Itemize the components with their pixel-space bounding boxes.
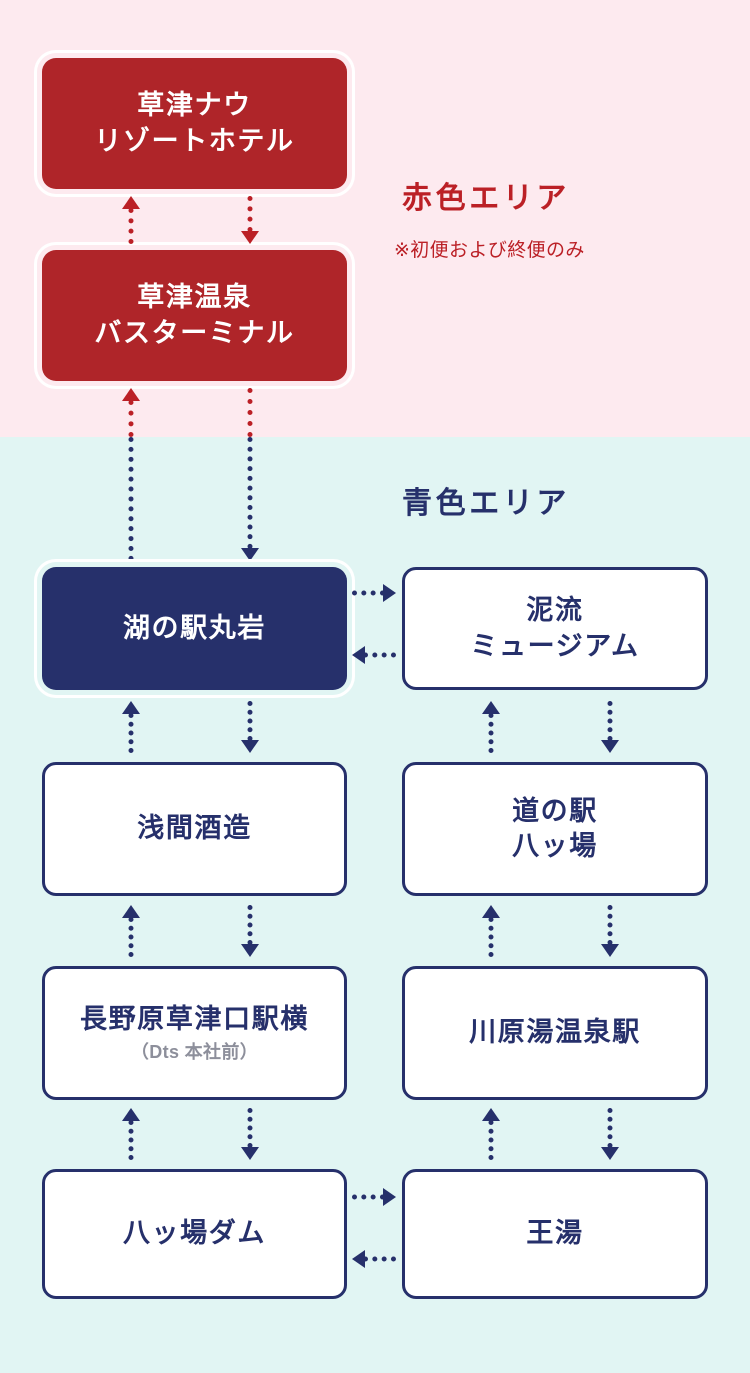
arrow-right-dam-to-ounoyu (352, 1188, 396, 1206)
node-kawarayu-onsen-eki[interactable]: 川原湯温泉駅 (402, 966, 708, 1100)
arrow-down-hotel-to-busterminal (241, 196, 259, 244)
page-edge (748, 0, 750, 1373)
arrow-up-maruiwa-from-asama (122, 701, 140, 753)
arrow-left-ounoyu-to-dam (352, 1250, 396, 1268)
node-naganohara-kusatsuguchi-eki-yoko[interactable]: 長野原草津口駅横 （Dts 本社前） (42, 966, 347, 1100)
arrow-down-kawarayu-to-ounoyu (601, 1108, 619, 1160)
arrow-up-hotel-from-busterminal (122, 196, 140, 244)
red-area-label: 赤色エリア (402, 182, 570, 215)
red-area-note: ※初便および終便のみ (394, 240, 585, 261)
arrow-down-michinoeki-to-kawarayu (601, 905, 619, 957)
arrow-up-asama-from-naganohara (122, 905, 140, 957)
blue-area-label: 青色エリア (402, 487, 570, 520)
node-label-line1: 川原湯温泉駅 (469, 1017, 641, 1048)
node-label-line2: 八ッ場 (512, 831, 598, 861)
arrow-up-michinoeki-from-kawarayu (482, 905, 500, 957)
arrow-down-museum-to-michinoeki (601, 701, 619, 753)
node-label-line1: 道の駅 (512, 795, 598, 826)
node-kusatsu-now-resort-hotel[interactable]: 草津ナウ リゾートホテル (42, 58, 347, 189)
node-label-line1: 泥流 (526, 595, 584, 626)
arrow-down-maruiwa-to-asama (241, 701, 259, 753)
node-michi-no-eki-yamba[interactable]: 道の駅 八ッ場 (402, 762, 708, 896)
arrow-up-kawarayu-from-ounoyu (482, 1108, 500, 1160)
node-label-line1: 草津温泉 (137, 282, 252, 313)
node-label-line2: リゾートホテル (94, 125, 295, 156)
node-label-line2: ミュージアム (470, 630, 640, 661)
arrow-up-busterminal-from-maruiwa (122, 388, 140, 561)
node-yamba-dam[interactable]: 八ッ場ダム (42, 1169, 347, 1299)
node-asama-shuzo[interactable]: 浅間酒造 (42, 762, 347, 896)
node-kusatsu-onsen-bus-terminal[interactable]: 草津温泉 バスターミナル (42, 250, 347, 381)
node-label-line1: 湖の駅丸岩 (122, 612, 267, 643)
arrow-up-naganohara-from-dam (122, 1108, 140, 1160)
node-label-line1: 浅間酒造 (137, 813, 252, 844)
node-deiryu-museum[interactable]: 泥流 ミュージアム (402, 567, 708, 690)
arrow-down-naganohara-to-dam (241, 1108, 259, 1160)
arrow-down-asama-to-naganohara (241, 905, 259, 957)
arrow-up-museum-from-michinoeki (482, 701, 500, 753)
node-label-sub: （Dts 本社前） (130, 1041, 259, 1062)
node-label-line1: 八ッ場ダム (122, 1218, 267, 1249)
node-label-line2: バスターミナル (94, 317, 295, 348)
arrow-down-busterminal-to-maruiwa (241, 388, 259, 561)
node-ou-no-yu[interactable]: 王湯 (402, 1169, 708, 1299)
node-mizuumi-no-eki-maruiwa[interactable]: 湖の駅丸岩 (42, 567, 347, 690)
node-label-line1: 草津ナウ (137, 90, 252, 121)
node-label-line1: 王湯 (526, 1218, 584, 1249)
node-label-line1: 長野原草津口駅横 (80, 1003, 309, 1034)
arrow-right-maruiwa-to-museum (352, 584, 396, 602)
arrow-left-museum-to-maruiwa (352, 646, 396, 664)
